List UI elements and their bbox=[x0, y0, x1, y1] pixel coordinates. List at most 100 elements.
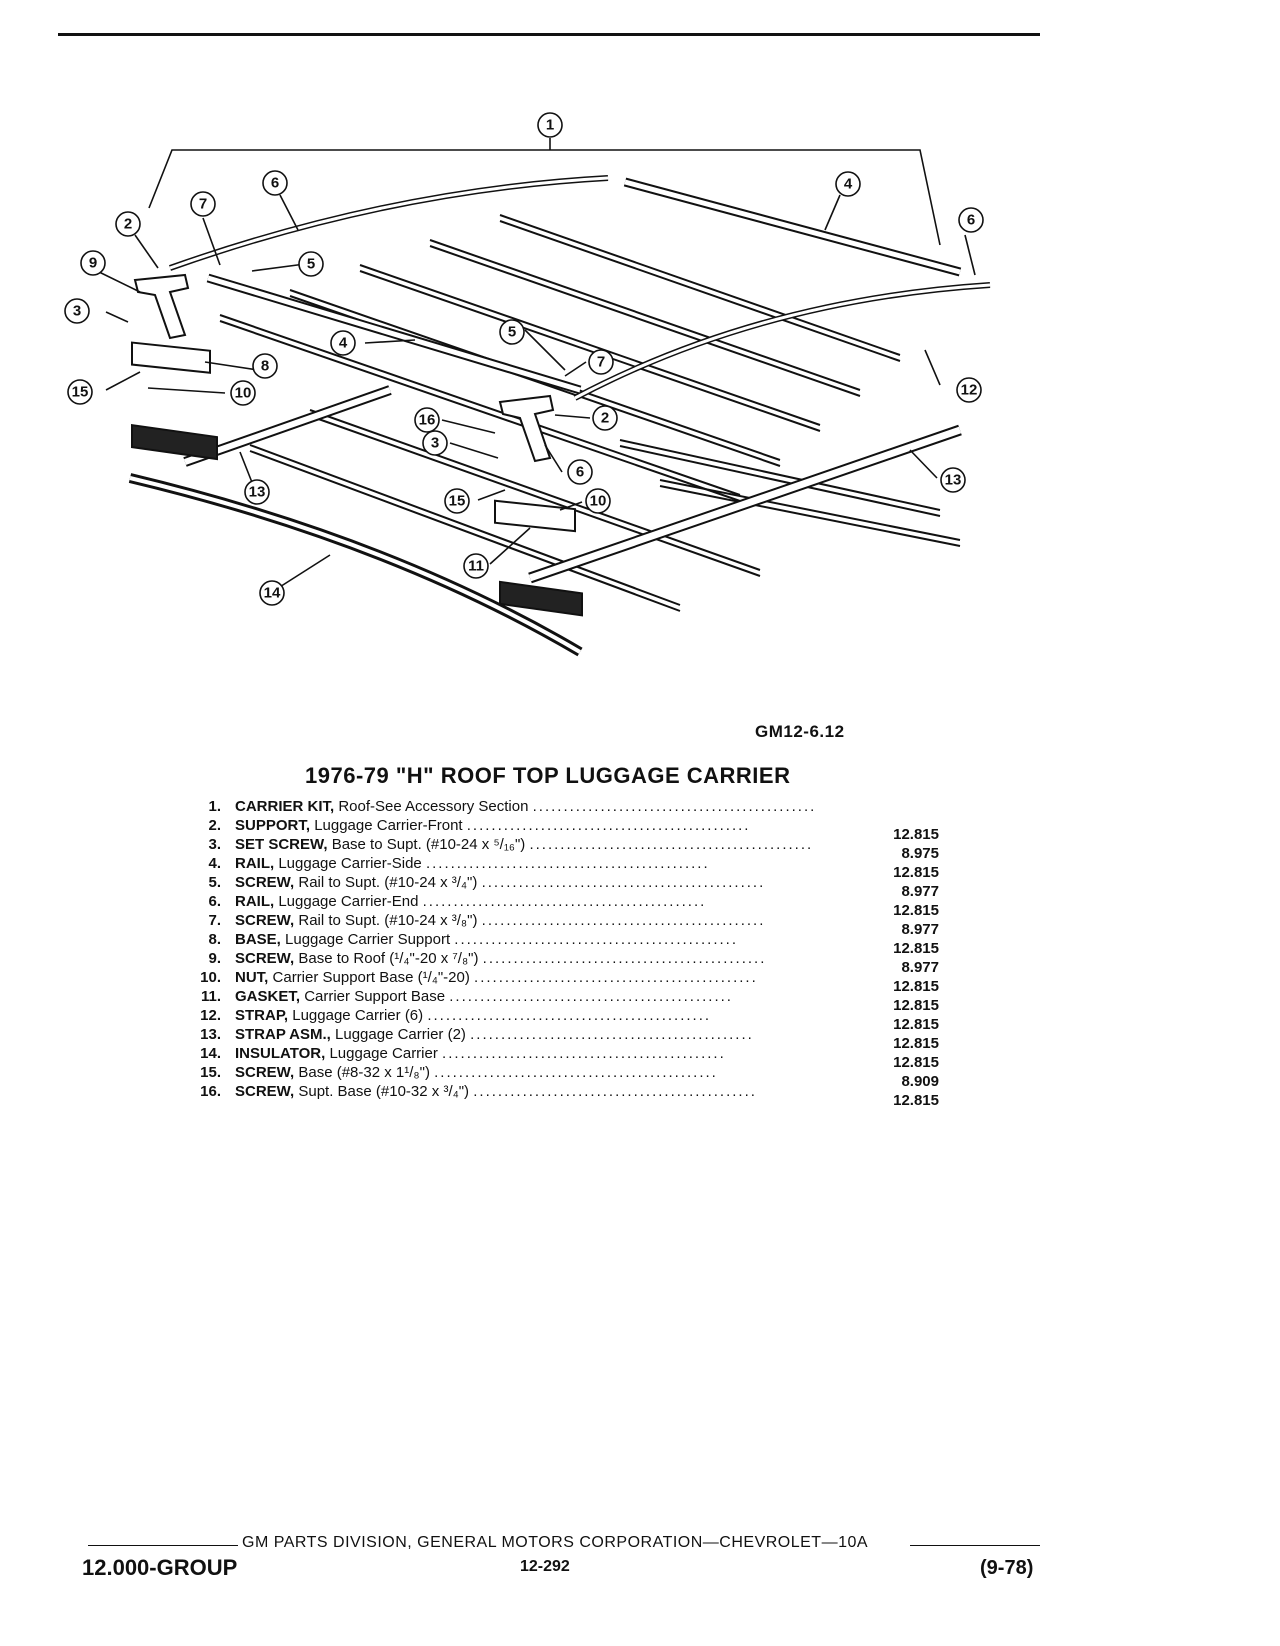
part-description: SCREW, Base (#8-32 x 1¹/₈") ............… bbox=[235, 1063, 815, 1082]
part-name: SCREW, bbox=[235, 912, 295, 929]
part-number: 4. bbox=[208, 855, 221, 872]
part-number: 8. bbox=[208, 931, 221, 948]
group-number: 12.815 bbox=[893, 940, 939, 957]
leader-dots: ........................................… bbox=[532, 798, 815, 815]
svg-text:5: 5 bbox=[307, 256, 315, 273]
callout-15-right: 15 bbox=[444, 488, 470, 514]
group-number: 12.815 bbox=[893, 864, 939, 881]
list-item: 4. RAIL, Luggage Carrier-Side ...........… bbox=[185, 854, 945, 881]
support-front-right bbox=[498, 394, 555, 463]
leader-dots: ........................................… bbox=[481, 912, 766, 929]
part-detail: Base (#8-32 x 1¹/₈") bbox=[298, 1064, 430, 1081]
roof-slat bbox=[619, 439, 941, 517]
list-item: 10.NUT, Carrier Support Base (¹/₄"-20) .… bbox=[185, 968, 945, 995]
part-description: RAIL, Luggage Carrier-Side .............… bbox=[235, 854, 815, 873]
strap-assembly-right bbox=[528, 424, 962, 584]
part-description: SCREW, Rail to Supt. (#10-24 x ³/₈") ...… bbox=[235, 911, 815, 930]
gasket-left bbox=[131, 423, 218, 461]
part-description: SET SCREW, Base to Supt. (#10-24 x ⁵/₁₆"… bbox=[235, 835, 815, 854]
svg-text:2: 2 bbox=[124, 216, 132, 233]
list-item: 1.CARRIER KIT, Roof-See Accessory Sectio… bbox=[185, 797, 945, 816]
part-description: SUPPORT, Luggage Carrier-Front .........… bbox=[235, 816, 815, 835]
callout-5-middle: 5 bbox=[499, 319, 525, 345]
leader-lines bbox=[94, 138, 976, 591]
svg-text:12: 12 bbox=[961, 382, 978, 399]
part-number: 9. bbox=[208, 950, 221, 967]
svg-text:16: 16 bbox=[419, 412, 436, 429]
leader-dots: ........................................… bbox=[473, 1083, 757, 1100]
part-description: CARRIER KIT, Roof-See Accessory Section … bbox=[235, 797, 815, 816]
part-detail: Roof-See Accessory Section bbox=[338, 798, 529, 815]
rail-side-top bbox=[623, 177, 962, 277]
svg-text:6: 6 bbox=[271, 175, 279, 192]
footer-group: 12.000-GROUP bbox=[82, 1555, 238, 1580]
callout-3-right: 3 bbox=[422, 430, 448, 456]
callout-14: 14 bbox=[259, 580, 285, 606]
callout-4-top: 4 bbox=[835, 171, 861, 197]
part-name: INSULATOR, bbox=[235, 1045, 326, 1062]
svg-text:11: 11 bbox=[468, 558, 484, 575]
callout-7-middle: 7 bbox=[588, 349, 614, 375]
part-detail: Luggage Carrier-Front bbox=[314, 817, 463, 834]
footer-rule-right bbox=[910, 1545, 1040, 1546]
group-number: 12.815 bbox=[893, 1092, 939, 1109]
footer-rule-left bbox=[88, 1545, 238, 1546]
part-number: 5. bbox=[208, 874, 221, 891]
part-number: 11. bbox=[200, 988, 221, 1005]
svg-text:8: 8 bbox=[261, 358, 269, 375]
part-detail: Luggage Carrier (6) bbox=[292, 1007, 424, 1024]
callout-11: 11 bbox=[463, 553, 489, 579]
roof-slat bbox=[659, 479, 961, 547]
rail-side-middle bbox=[206, 273, 582, 395]
rail-end-left bbox=[168, 175, 609, 271]
figure-code: GM12-6.12 bbox=[755, 722, 845, 741]
roof-slat bbox=[429, 239, 861, 397]
roof-slat bbox=[219, 314, 741, 502]
part-description: BASE, Luggage Carrier Support ..........… bbox=[235, 930, 815, 949]
part-name: STRAP, bbox=[235, 1007, 289, 1024]
rail-end-right-highlight bbox=[574, 283, 991, 400]
list-item: 9.SCREW, Base to Roof (¹/₄"-20 x ⁷/₈") .… bbox=[185, 949, 945, 976]
rail-end-left-highlight bbox=[169, 176, 609, 270]
top-rule bbox=[58, 33, 1040, 36]
rail-end-right bbox=[573, 282, 991, 401]
list-item: 8. BASE, Luggage Carrier Support ........… bbox=[185, 930, 945, 957]
list-item: 5.SCREW, Rail to Supt. (#10-24 x ³/₄") .… bbox=[185, 873, 945, 900]
svg-text:5: 5 bbox=[508, 324, 516, 341]
callout-10-right: 10 bbox=[585, 488, 611, 514]
page-title: 1976-79 "H" ROOF TOP LUGGAGE CARRIER bbox=[305, 763, 791, 788]
list-item: 12.STRAP, Luggage Carrier (6) ..........… bbox=[185, 1006, 945, 1033]
leader-dots: ........................................… bbox=[449, 988, 733, 1005]
list-item: 6.RAIL, Luggage Carrier-End ............… bbox=[185, 892, 945, 919]
roof-slat bbox=[359, 264, 821, 432]
part-detail: Supt. Base (#10-32 x ³/₄") bbox=[298, 1083, 470, 1100]
support-base-right bbox=[494, 499, 576, 533]
part-name: SCREW, bbox=[235, 1083, 295, 1100]
group-number: 12.815 bbox=[893, 1035, 939, 1052]
callout-15-left: 15 bbox=[67, 379, 93, 405]
leader-dots: ........................................… bbox=[422, 893, 707, 910]
part-number: 3. bbox=[208, 836, 221, 853]
callout-13-left: 13 bbox=[244, 479, 270, 505]
part-name: NUT, bbox=[235, 969, 269, 986]
svg-text:15: 15 bbox=[449, 493, 466, 510]
svg-text:2: 2 bbox=[601, 410, 609, 427]
svg-text:14: 14 bbox=[264, 585, 281, 602]
part-number: 6. bbox=[208, 893, 221, 910]
part-description: STRAP ASM., Luggage Carrier (2) ........… bbox=[235, 1025, 815, 1044]
list-item: 11.GASKET, Carrier Support Base ........… bbox=[185, 987, 945, 1014]
callout-4-middle: 4 bbox=[330, 330, 356, 356]
part-detail: Luggage Carrier-End bbox=[278, 893, 419, 910]
leader-dots: ........................................… bbox=[481, 874, 766, 891]
svg-text:4: 4 bbox=[339, 335, 348, 352]
part-name: RAIL, bbox=[235, 855, 275, 872]
part-detail: Carrier Support Base (¹/₄"-20) bbox=[272, 969, 470, 986]
svg-text:7: 7 bbox=[199, 196, 207, 213]
leader-dots: ........................................… bbox=[425, 855, 710, 872]
roof-slat bbox=[309, 409, 761, 577]
leader-dots: ........................................… bbox=[454, 931, 739, 948]
support-front-left bbox=[133, 273, 190, 340]
part-detail: Luggage Carrier Support bbox=[285, 931, 451, 948]
callout-9: 9 bbox=[80, 250, 106, 276]
group-number: 8.977 bbox=[901, 921, 939, 938]
